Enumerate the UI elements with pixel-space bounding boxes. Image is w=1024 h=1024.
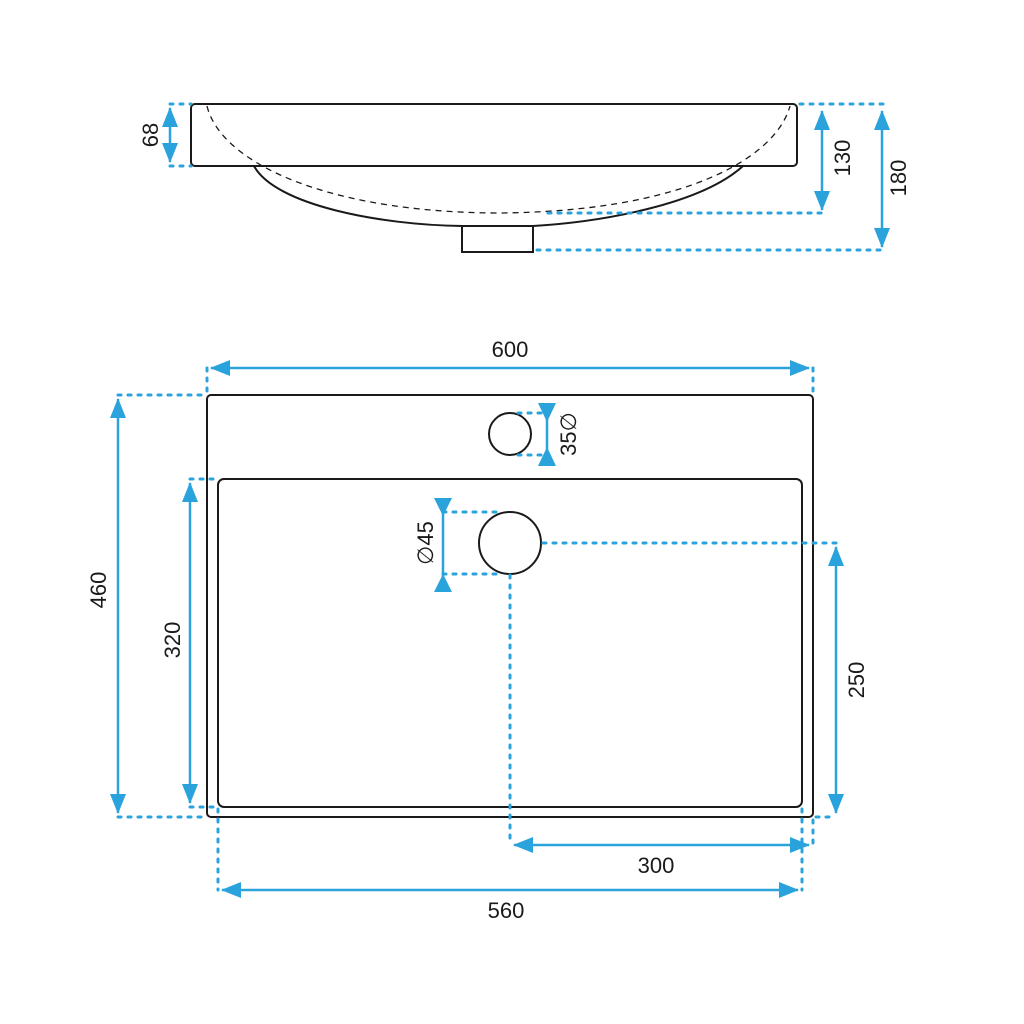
top-view: 600 460 320 560 300 250 35∅	[86, 337, 869, 923]
dim-45-arrow-bottom	[434, 574, 452, 592]
dim-250-label: 250	[844, 662, 869, 699]
dim-35-label: 35∅	[556, 412, 581, 456]
dim-180-label: 180	[886, 160, 911, 197]
dim-68-label: 68	[138, 123, 163, 147]
dim-35-arrow-top	[538, 403, 556, 422]
dim-560-label: 560	[488, 898, 525, 923]
dim-45-arrow-top	[434, 498, 452, 516]
side-drain-outline	[461, 225, 534, 253]
drain-hole-circle	[478, 511, 542, 575]
dim-130-label: 130	[830, 140, 855, 177]
dim-45-label: ∅45	[413, 521, 438, 565]
dim-600-label: 600	[492, 337, 529, 362]
side-basin-outline	[253, 165, 744, 227]
dim-320-label: 320	[160, 622, 185, 659]
dim-460-label: 460	[86, 572, 111, 609]
dim-35-arrow-bottom	[538, 447, 556, 466]
side-view: 68 130 180	[138, 102, 911, 253]
side-rim-outline	[190, 103, 798, 167]
dim-300-label: 300	[638, 853, 675, 878]
tap-hole-circle	[488, 412, 532, 456]
